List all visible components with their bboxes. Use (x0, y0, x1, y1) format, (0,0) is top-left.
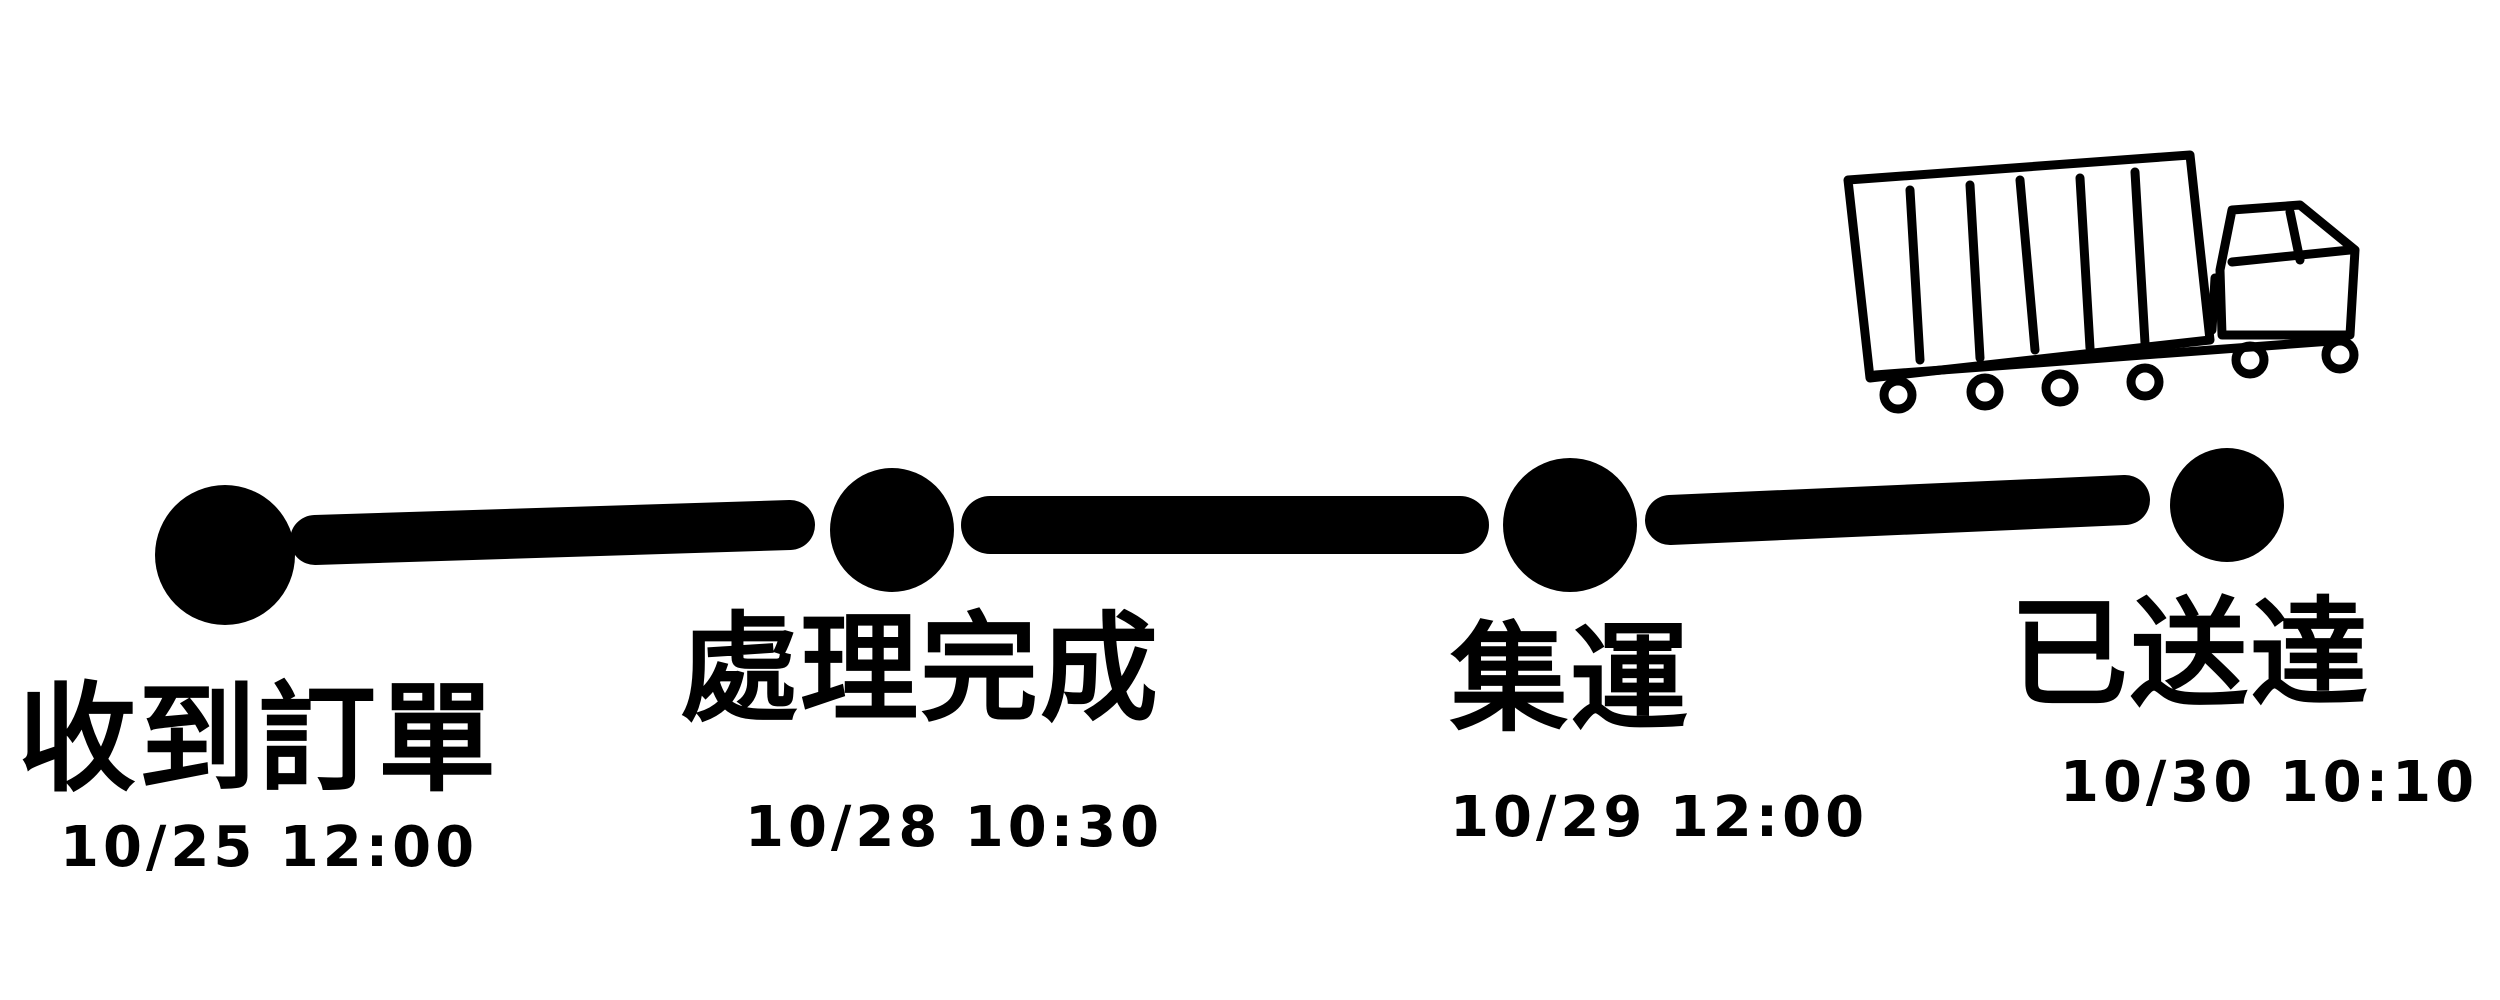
timeline-connector (1645, 475, 2150, 545)
milestone-dot (830, 468, 954, 592)
step-label-consolidated: 集運 (1450, 610, 1691, 748)
milestone-dot (1503, 458, 1637, 592)
timeline-connector (290, 500, 815, 565)
step-label-processed: 處理完成 (680, 600, 1161, 738)
step-time-order-received: 10/25 12:00 (60, 815, 479, 880)
step-label-delivered: 已送達 (2010, 585, 2371, 723)
step-time-delivered: 10/30 10:10 (2060, 750, 2479, 815)
step-time-consolidated: 10/29 12:00 (1450, 785, 1869, 850)
milestone-dot (155, 485, 295, 625)
step-time-processed: 10/28 10:30 (745, 795, 1164, 860)
truck-icon (1843, 150, 2360, 414)
milestone-dot (2170, 448, 2284, 562)
step-label-order-received: 收到訂單 (18, 670, 499, 808)
